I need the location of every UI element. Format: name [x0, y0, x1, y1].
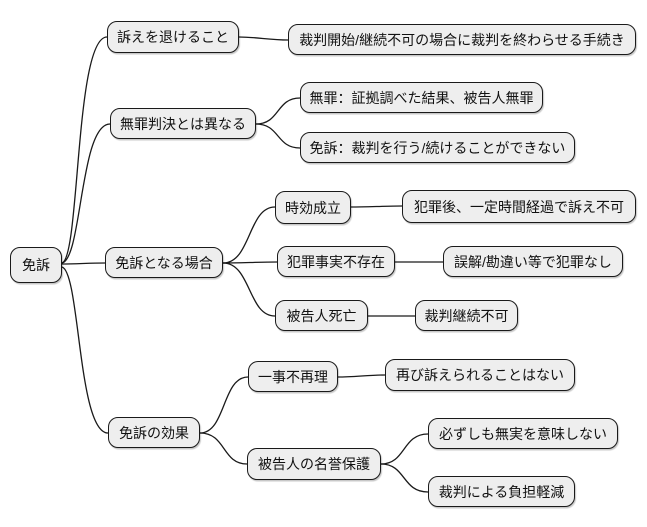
edge-root-to-differs-from-acquittal	[61, 123, 111, 264]
node-label: 犯罪後、一定時間経過で訴え不可	[414, 198, 624, 215]
edge-limitations-to-detail	[350, 205, 403, 208]
edge-differs-to-acquittal-def	[255, 97, 301, 125]
node-effects-of-menso: 免訴の効果	[108, 417, 200, 448]
node-label: 時効成立	[285, 199, 341, 216]
edge-dismiss-suit-to-procedure	[238, 36, 289, 41]
node-label: 誤解/勘違い等で犯罪なし	[454, 253, 612, 270]
node-cases-of-menso: 免訴となる場合	[105, 247, 223, 278]
node-root-menso: 免訴	[10, 247, 62, 283]
node-label: 免訴の効果	[119, 424, 189, 441]
edge-honor-to-not-innocence	[380, 433, 429, 465]
node-double-jeopardy-detail: 再び訴えられることはない	[385, 359, 575, 391]
node-honor-protection: 被告人の名誉保護	[247, 448, 381, 480]
node-not-imply-innocence: 必ずしも無実を意味しない	[428, 418, 618, 449]
edge-root-to-cases	[61, 262, 106, 265]
node-label: 被告人死亡	[286, 307, 357, 324]
node-defendant-death: 被告人死亡	[275, 300, 368, 331]
node-label: 裁判継続不可	[424, 307, 509, 324]
node-menso-definition: 免訴：裁判を行う/続けることができない	[300, 132, 575, 163]
node-label: 再び訴えられることはない	[396, 367, 564, 383]
node-label: 免訴：裁判を行う/続けることができない	[309, 139, 566, 156]
node-statute-of-limitations: 時効成立	[275, 191, 351, 224]
edge-double-jeopardy-to-detail	[337, 374, 386, 378]
edge-cases-to-limitations	[222, 206, 276, 264]
edge-effects-to-double-jeopardy	[199, 376, 249, 434]
edge-root-to-effects	[61, 266, 109, 434]
node-label: 免訴	[22, 257, 50, 273]
node-limitations-detail: 犯罪後、一定時間経過で訴え不可	[402, 190, 636, 223]
edge-cases-to-no-criminal-fact	[222, 261, 278, 264]
node-label: 訴えを退けること	[117, 29, 229, 45]
node-trial-cannot-continue: 裁判継続不可	[415, 300, 518, 331]
node-no-criminal-fact: 犯罪事実不存在	[277, 246, 395, 277]
edge-honor-to-burden-reduction	[380, 463, 429, 493]
node-label: 被告人の名誉保護	[258, 456, 370, 472]
edge-differs-to-menso-def	[255, 123, 301, 149]
node-dismiss-suit: 訴えを退けること	[107, 21, 239, 53]
node-label: 裁判開始/継続不可の場合に裁判を終わらせる手続き	[299, 31, 625, 48]
node-label: 免訴となる場合	[115, 254, 213, 271]
edge-cases-to-defendant-death	[222, 262, 276, 317]
node-acquittal-definition: 無罪：証拠調べた結果、被告人無罪	[300, 82, 543, 113]
node-procedure-ending-trial: 裁判開始/継続不可の場合に裁判を終わらせる手続き	[288, 24, 636, 55]
node-label: 無罪：証拠調べた結果、被告人無罪	[309, 89, 534, 106]
node-label: 無罪判決とは異なる	[120, 115, 246, 132]
node-double-jeopardy: 一事不再理	[248, 361, 338, 392]
node-label: 一事不再理	[258, 368, 328, 385]
node-label: 必ずしも無実を意味しない	[439, 425, 607, 442]
node-burden-reduction: 裁判による負担軽減	[428, 476, 575, 507]
node-differs-from-acquittal: 無罪判決とは異なる	[110, 108, 256, 139]
node-no-criminal-fact-detail: 誤解/勘違い等で犯罪なし	[443, 246, 623, 277]
node-label: 裁判による負担軽減	[438, 483, 565, 500]
edge-effects-to-honor-protection	[199, 432, 248, 465]
node-label: 犯罪事実不存在	[287, 253, 385, 270]
edge-root-to-dismiss-suit	[61, 36, 108, 264]
